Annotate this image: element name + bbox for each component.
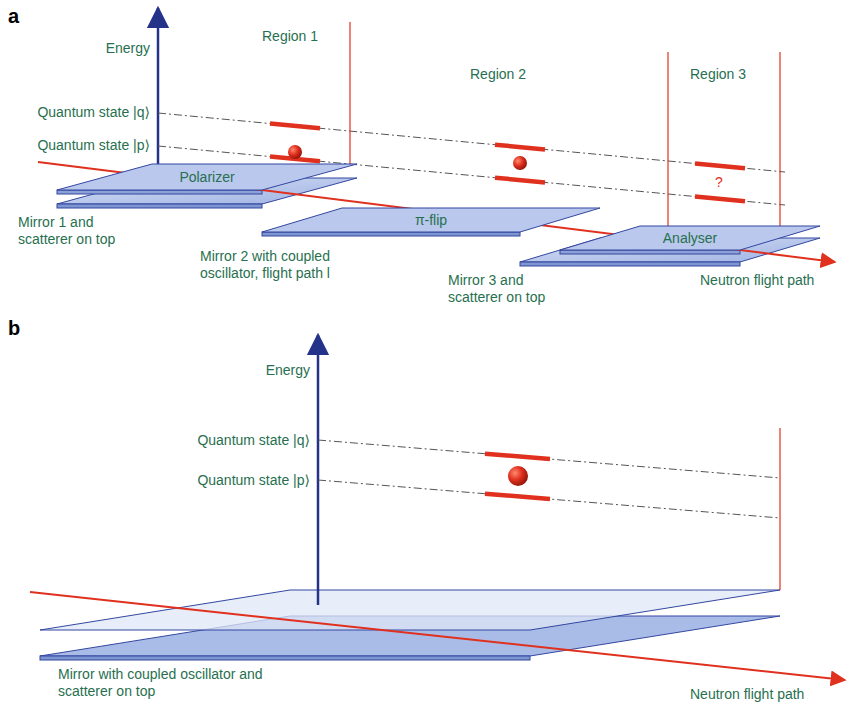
neutron	[513, 156, 527, 170]
energy-axis	[317, 335, 320, 605]
energy-levels	[485, 454, 550, 499]
mirror-plate: π-flip	[262, 208, 600, 232]
region-label: Region 3	[690, 66, 746, 83]
path-label: Neutron flight path	[700, 272, 814, 289]
component-label: Mirror with coupled oscillator and scatt…	[58, 666, 318, 700]
panel-letter: b	[8, 316, 20, 340]
state-label: Quantum state |q⟩	[120, 432, 310, 449]
plate-label: Polarizer	[176, 169, 237, 185]
plate-outline	[262, 208, 600, 232]
unknown-mark: ?	[715, 174, 723, 191]
plate-outline	[560, 226, 820, 250]
panel-letter: a	[8, 4, 19, 28]
state-label: Quantum state |q⟩	[0, 104, 150, 121]
level-lines	[158, 113, 785, 205]
analyser-plate: Analyser	[560, 226, 820, 250]
state-label: Quantum state |p⟩	[0, 137, 150, 154]
mirror-plates	[57, 178, 820, 266]
plate-label: Analyser	[660, 230, 720, 246]
plate-label: π-flip	[412, 212, 450, 228]
plate-outline	[57, 164, 357, 190]
neutron	[288, 145, 302, 159]
component-label: Mirror 1 and scatterer on top	[18, 214, 150, 248]
level-lines	[318, 440, 780, 518]
region-boundary	[779, 428, 780, 590]
polarizer-plate: Polarizer	[57, 164, 357, 190]
region-label: Region 2	[470, 66, 526, 83]
energy-axis	[157, 8, 160, 176]
axis-label: Energy	[50, 40, 150, 57]
component-label: Mirror 3 and scatterer on top	[448, 272, 580, 306]
component-label: Mirror 2 with coupled oscillator, flight…	[200, 248, 340, 282]
energy-levels	[270, 124, 745, 202]
region-boundaries	[350, 22, 780, 226]
region-label: Region 1	[262, 28, 318, 45]
state-label: Quantum state |p⟩	[120, 472, 310, 489]
path-label: Neutron flight path	[690, 686, 804, 703]
neutron	[508, 466, 528, 486]
mirror-plates	[40, 590, 780, 660]
axis-label: Energy	[210, 362, 310, 379]
flight-path	[38, 162, 835, 262]
